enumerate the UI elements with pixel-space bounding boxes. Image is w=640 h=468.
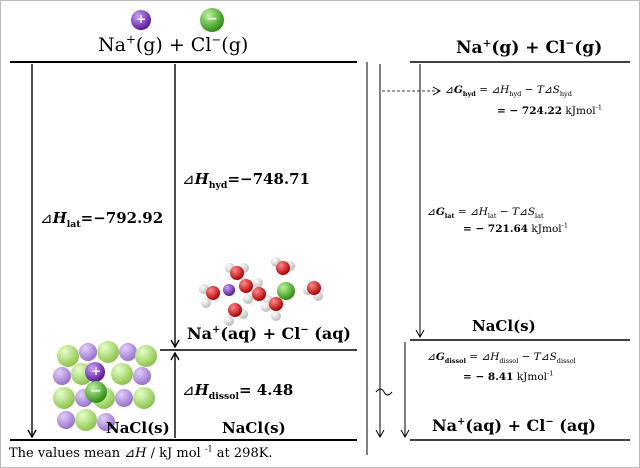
- chloride-minus-sign: −: [206, 11, 218, 27]
- lattice-free-energy-equation: ⊿Glat = ⊿Hlat − T⊿Slat: [427, 206, 544, 221]
- hydration-enthalpy-label: ⊿Hhyd=−748.71: [182, 170, 310, 191]
- gas-ions-label-left: Na+(g) + Cl−(g): [98, 32, 249, 56]
- lattice-free-energy-value: = − 721.64 kJmol-1: [463, 221, 568, 235]
- crystal-nacl-label: NaCl(s): [106, 419, 170, 437]
- crystal-sodium-plus-sign: +: [91, 364, 102, 378]
- solid-nacl-label-left: NaCl(s): [222, 419, 286, 437]
- dissolution-free-energy-value: = − 8.41 kJmol-1: [463, 369, 554, 383]
- axis-break-mark: [375, 388, 393, 396]
- nacl-crystal-illustration: [53, 341, 157, 431]
- aqueous-ions-label-left: Na+(aq) + Cl− (aq): [187, 324, 351, 343]
- crystal-chloride-minus-sign: −: [90, 383, 102, 399]
- sodium-plus-sign: +: [136, 12, 147, 26]
- hydration-free-energy-equation: ⊿Ghyd = ⊿Hhyd − T⊿Shyd: [445, 84, 572, 99]
- lattice-enthalpy-label: ⊿Hlat=−792.92: [40, 209, 164, 230]
- solid-nacl-label-right: NaCl(s): [472, 317, 536, 335]
- dissolution-free-energy-equation: ⊿Gdissol = ⊿Hdissol − T⊿Sdissol: [427, 351, 576, 366]
- hydrated-ions-illustration: [199, 257, 323, 326]
- sodium-ion-sphere: [131, 10, 151, 30]
- dissolution-enthalpy-label: ⊿Hdissol= 4.48: [182, 381, 294, 402]
- hydration-free-energy-value: = − 724.22 kJmol-1: [497, 103, 602, 117]
- gas-ions-label-right: Na+(g) + Cl−(g): [456, 37, 603, 58]
- aqueous-ions-label-right: Na+(aq) + Cl− (aq): [432, 416, 596, 435]
- units-footnote: The values mean ⊿H / kJ mol -1 at 298K.: [9, 444, 273, 461]
- chloride-ion-sphere: [200, 8, 224, 32]
